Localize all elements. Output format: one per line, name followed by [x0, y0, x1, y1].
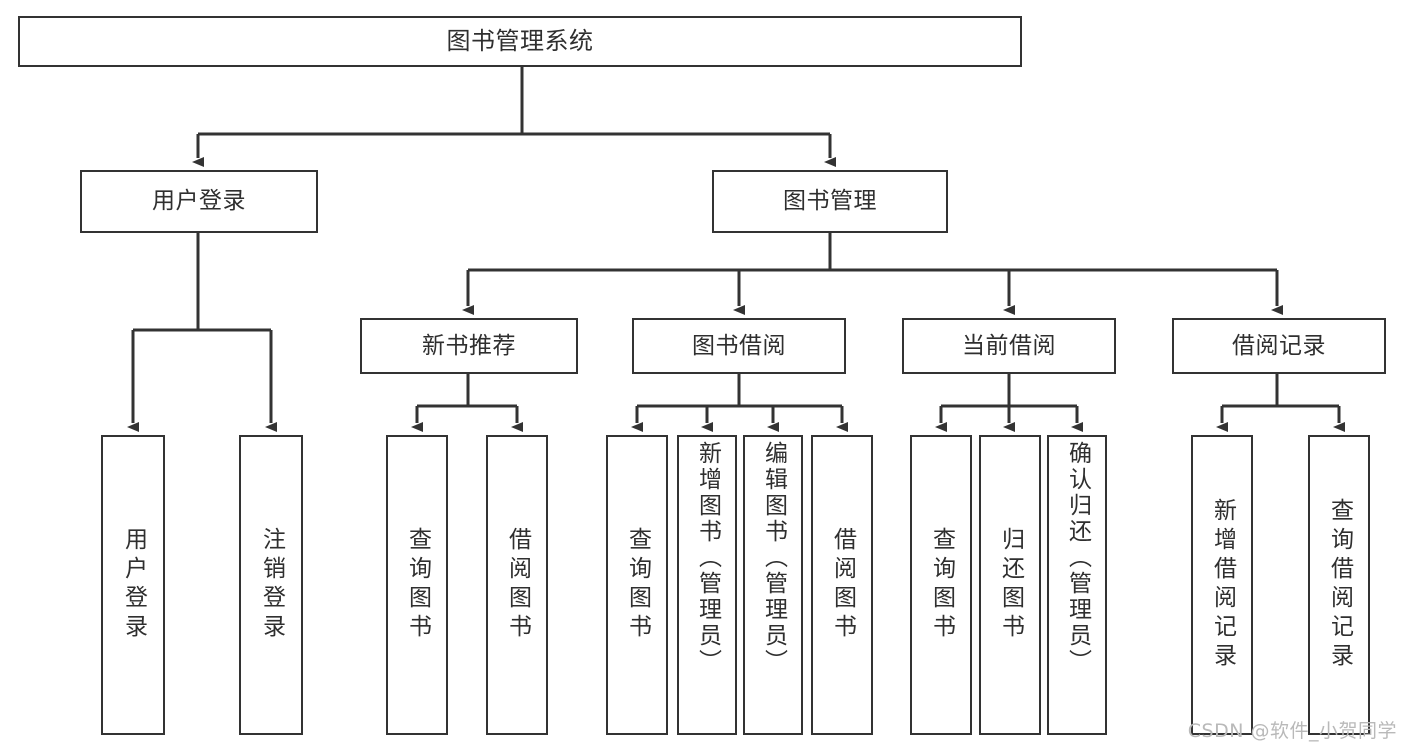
- node-borrow-record[interactable]: 借阅记录: [1172, 318, 1386, 374]
- node-label: 用户登录: [120, 527, 147, 643]
- node-label: 用户登录: [152, 188, 246, 215]
- node-label: 归还图书: [997, 527, 1024, 643]
- leaf-edit-book[interactable]: 编辑图书（管理员）: [743, 435, 803, 735]
- csdn-watermark: CSDN @软件_小贺同学: [1187, 720, 1397, 742]
- node-new-book-recommend[interactable]: 新书推荐: [360, 318, 578, 374]
- leaf-borrow-book-2[interactable]: 借阅图书: [811, 435, 873, 735]
- leaf-borrow-book-1[interactable]: 借阅图书: [486, 435, 548, 735]
- node-label: 图书管理系统: [446, 26, 594, 55]
- leaf-add-record[interactable]: 新增借阅记录: [1191, 435, 1253, 735]
- node-label: 当前借阅: [962, 332, 1056, 359]
- leaf-confirm-return[interactable]: 确认归还（管理员）: [1047, 435, 1107, 735]
- node-label: 借阅图书: [829, 527, 856, 643]
- node-label: 查询图书: [404, 527, 431, 643]
- leaf-return-book[interactable]: 归还图书: [979, 435, 1041, 735]
- node-label: 查询图书: [624, 527, 651, 643]
- node-label: 借阅记录: [1232, 332, 1326, 359]
- node-label: 图书管理: [783, 188, 877, 215]
- leaf-add-book[interactable]: 新增图书（管理员）: [677, 435, 737, 735]
- node-label: 借阅图书: [504, 527, 531, 643]
- node-label: 新增借阅记录: [1209, 498, 1236, 672]
- node-user-login[interactable]: 用户登录: [80, 170, 318, 233]
- node-label: 查询图书: [928, 527, 955, 643]
- node-current-borrow[interactable]: 当前借阅: [902, 318, 1116, 374]
- node-label: 新书推荐: [422, 332, 516, 359]
- leaf-query-book-3[interactable]: 查询图书: [910, 435, 972, 735]
- node-root-system[interactable]: 图书管理系统: [18, 16, 1022, 67]
- node-label: 注销登录: [258, 527, 285, 643]
- node-book-borrow[interactable]: 图书借阅: [632, 318, 846, 374]
- leaf-query-book-1[interactable]: 查询图书: [386, 435, 448, 735]
- leaf-query-book-2[interactable]: 查询图书: [606, 435, 668, 735]
- node-label: 新增图书（管理员）: [694, 441, 721, 675]
- node-label: 确认归还（管理员）: [1064, 441, 1091, 675]
- leaf-query-record[interactable]: 查询借阅记录: [1308, 435, 1370, 735]
- leaf-user-logout[interactable]: 注销登录: [239, 435, 303, 735]
- node-label: 编辑图书（管理员）: [760, 441, 787, 675]
- leaf-user-login[interactable]: 用户登录: [101, 435, 165, 735]
- node-book-management[interactable]: 图书管理: [712, 170, 948, 233]
- node-label: 查询借阅记录: [1326, 498, 1353, 672]
- node-label: 图书借阅: [692, 332, 786, 359]
